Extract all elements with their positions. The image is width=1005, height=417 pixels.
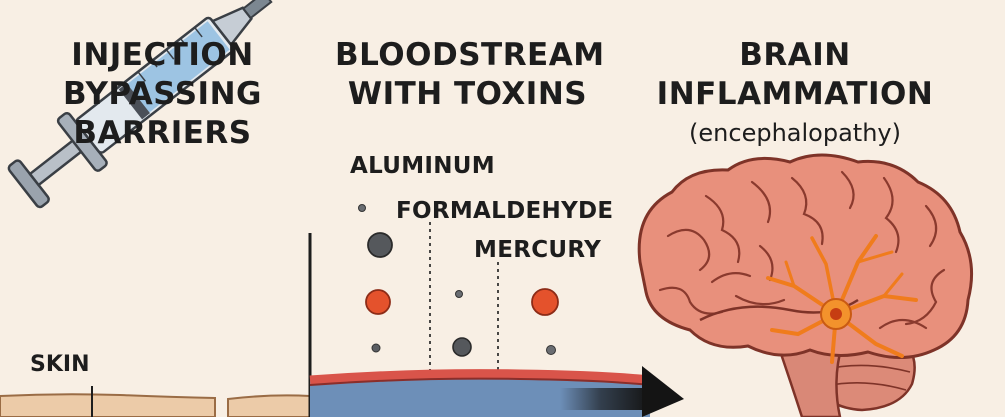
toxin-particle [367,232,393,258]
toxin-particle [365,289,391,315]
syringe-icon [7,0,273,209]
skin-layer [0,386,311,417]
brain-heading-line-1: BRAIN [739,37,851,73]
neuron-icon [766,234,918,364]
toxin-particle [546,345,556,355]
toxin-label-formaldehyde: FORMALDEHYDE [396,198,614,224]
brain-icon [637,153,974,417]
injection-heading: INJECTION BYPASSING BARRIERS [40,36,285,153]
brain-subtitle: (encephalopathy) [689,119,901,147]
toxin-particle [371,343,381,353]
toxin-particle [531,288,559,316]
toxin-particle [452,337,472,357]
injection-heading-line-3: BARRIERS [73,115,252,151]
toxin-particle [455,290,463,298]
injection-heading-line-1: INJECTION [71,37,254,73]
injection-heading-line-2: BYPASSING [63,76,262,112]
toxin-label-mercury: MERCURY [474,237,602,263]
toxin-label-aluminum: ALUMINUM [350,153,495,179]
skin-label: SKIN [30,352,90,377]
bloodstream-heading-line-2: WITH TOXINS [347,76,588,112]
brain-heading-line-2: INFLAMMATION [656,76,934,112]
toxin-particle [358,204,366,212]
brain-heading: BRAIN INFLAMMATION (encephalopathy) [655,36,935,153]
bloodstream-heading-line-1: BLOODSTREAM [335,37,605,73]
arrow-icon [560,366,684,417]
toxin-particles [358,204,559,357]
bloodstream-heading: BLOODSTREAM WITH TOXINS [335,36,605,114]
